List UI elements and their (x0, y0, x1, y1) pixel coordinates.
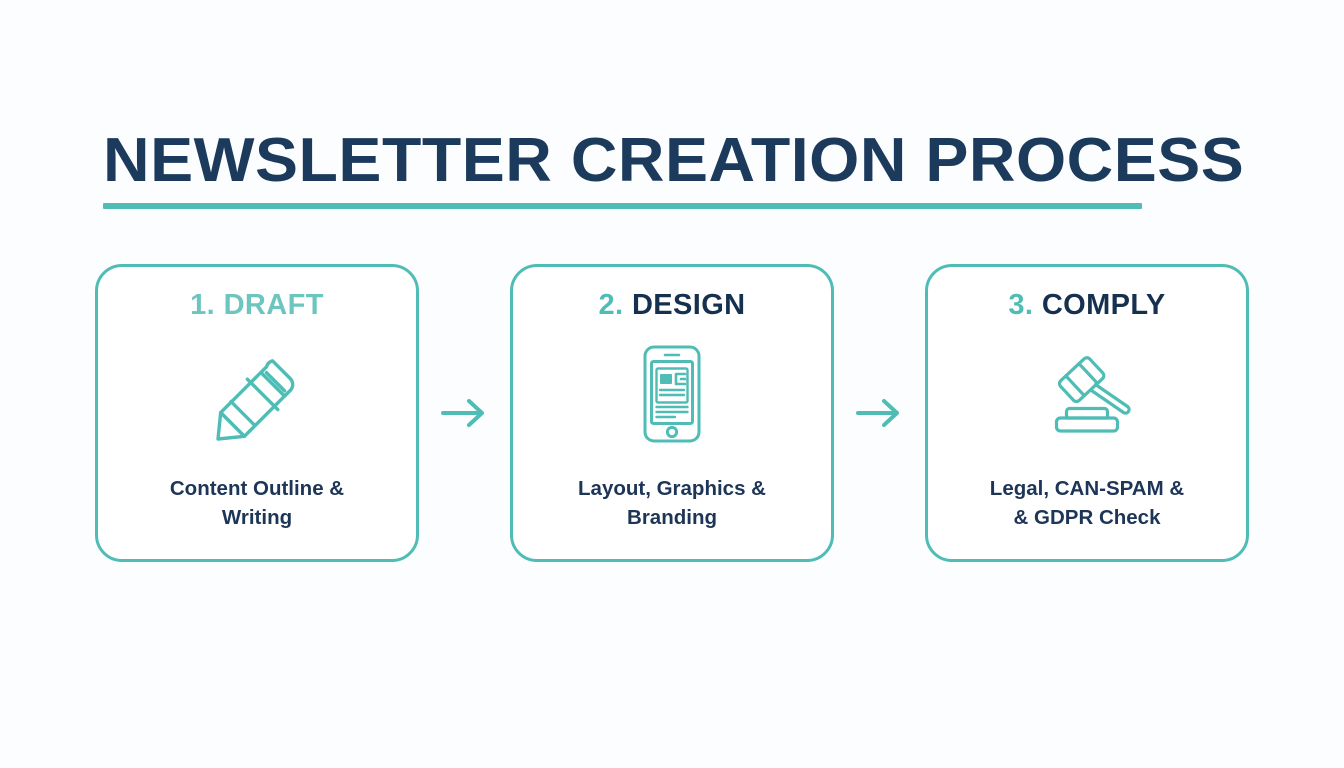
title-underline-rule (103, 203, 1142, 209)
step-caption-comply: Legal, CAN-SPAM & & GDPR Check (928, 474, 1246, 532)
caption-line-2: Writing (221, 506, 293, 529)
step-number-1: 1. (190, 289, 216, 321)
step-caption-draft: Content Outline & Writing (98, 474, 416, 532)
flow-arrow-1 (437, 396, 493, 430)
process-flow: 1. DRAFT (95, 263, 1249, 563)
page-title: NEWSLETTER CREATION PROCESS (103, 126, 1245, 195)
process-step-card-design[interactable]: 2. DESIGN (510, 264, 834, 562)
step-heading-draft: 1. DRAFT (190, 288, 324, 322)
caption-line-2: & GDPR Check (1013, 506, 1161, 529)
arrow-right-icon (855, 399, 899, 427)
caption-line-1: Legal, CAN-SPAM & (989, 477, 1185, 500)
step-number-2: 2. (598, 289, 624, 321)
process-step-card-comply[interactable]: 3. COMPLY (925, 264, 1249, 562)
step-name-1: DRAFT (223, 289, 324, 321)
smartphone-layout-icon (637, 342, 707, 446)
caption-line-1: Content Outline & (169, 477, 345, 500)
caption-line-2: Branding (627, 506, 717, 529)
step-caption-design: Layout, Graphics & Branding (513, 474, 831, 532)
caption-line-1: Layout, Graphics & (578, 477, 766, 500)
arrow-right-icon (440, 399, 484, 427)
step-name-2: DESIGN (631, 289, 746, 321)
step-heading-design: 2. DESIGN (598, 288, 745, 322)
process-step-card-draft[interactable]: 1. DRAFT (95, 264, 419, 562)
title-block: NEWSLETTER CREATION PROCESS (103, 126, 1244, 209)
step-heading-comply: 3. COMPLY (1008, 288, 1165, 322)
step-name-3: COMPLY (1041, 289, 1166, 321)
flow-arrow-2 (852, 396, 908, 430)
pencil-icon (209, 342, 305, 446)
gavel-icon (1035, 342, 1139, 446)
step-number-3: 3. (1008, 289, 1034, 321)
